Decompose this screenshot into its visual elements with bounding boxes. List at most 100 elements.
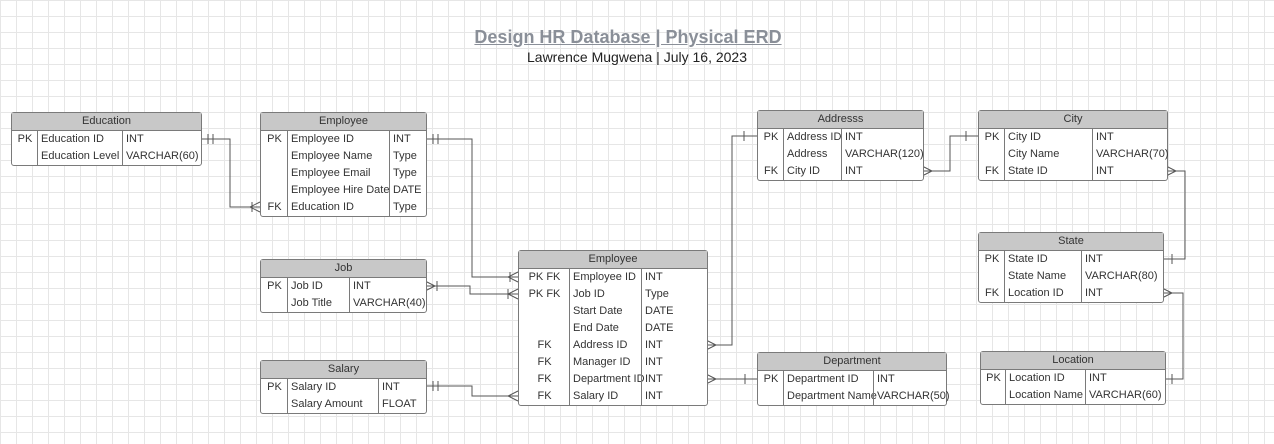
entity-header: Job	[261, 260, 426, 278]
edge-job-history	[425, 285, 518, 295]
table-row: Employee Email Type	[261, 165, 426, 182]
type-cell: INT	[1096, 131, 1114, 143]
key-cell	[261, 165, 288, 182]
table-row: Start Date DATE	[519, 303, 707, 320]
entity-education[interactable]: Education PK Education ID INT Education …	[11, 112, 202, 166]
type-cell: INT	[645, 373, 663, 385]
entity-department[interactable]: Department PK Department ID INT Departme…	[757, 352, 950, 406]
field-cell: Education Level	[41, 150, 120, 162]
entity-header: Employee	[519, 251, 707, 269]
type-cell: INT	[645, 390, 663, 402]
entity-header: Salary	[261, 361, 426, 379]
type-cell: INT	[877, 373, 895, 385]
entity-salary[interactable]: Salary PK Salary ID INT Salary Amount FL…	[260, 360, 427, 414]
table-row: PK Education ID INT	[12, 131, 201, 148]
field-cell: Manager ID	[573, 356, 631, 368]
diagram-title: Design HR Database | Physical ERD	[474, 27, 782, 47]
key-cell: PK	[267, 280, 282, 292]
type-cell: VARCHAR(120)	[845, 148, 924, 160]
relationship-lines	[200, 131, 1186, 402]
key-cell: PK	[267, 381, 282, 393]
key-cell: FK	[537, 373, 552, 385]
field-cell: Education ID	[41, 133, 104, 145]
field-cell: Salary Amount	[291, 398, 363, 410]
key-cell	[519, 320, 570, 337]
field-cell: State ID	[1008, 253, 1048, 265]
type-cell: INT	[393, 133, 411, 145]
table-row: City Name VARCHAR(70)	[979, 146, 1169, 163]
entity-employee-history[interactable]: Employee PK FK Employee ID INT PK FK Job…	[518, 250, 708, 406]
field-cell: Address	[787, 148, 828, 160]
key-cell: FK	[984, 165, 1000, 177]
field-cell: City Name	[1008, 148, 1060, 160]
type-cell: VARCHAR(60)	[126, 150, 199, 162]
type-cell: DATE	[645, 305, 674, 317]
field-cell: Address ID	[573, 339, 628, 351]
entity-header: City	[979, 111, 1167, 129]
field-cell: Department ID	[573, 373, 645, 385]
table-row: State Name VARCHAR(80)	[979, 268, 1163, 285]
field-cell: Department ID	[787, 373, 859, 385]
type-cell: INT	[645, 339, 663, 351]
field-cell: State ID	[1008, 165, 1048, 177]
key-cell: PK FK	[528, 288, 561, 300]
type-cell: INT	[845, 165, 863, 177]
type-cell: DATE	[393, 184, 422, 196]
field-cell: Employee Hire Date	[291, 184, 390, 196]
table-row: FK Salary ID INT	[519, 388, 707, 405]
type-cell: INT	[1089, 372, 1107, 384]
field-cell: Education ID	[291, 201, 354, 213]
key-cell: FK	[537, 339, 552, 351]
type-cell: VARCHAR(60)	[1089, 389, 1162, 401]
key-cell	[758, 146, 784, 163]
entity-city[interactable]: City PK City ID INT City Name VARCHAR(70…	[978, 110, 1169, 181]
table-row: FK Education ID Type	[261, 199, 426, 216]
table-row: Employee Hire Date DATE	[261, 182, 426, 199]
entity-employee[interactable]: Employee PK Employee ID INT Employee Nam…	[260, 112, 427, 217]
edge-address-city	[922, 135, 978, 172]
type-cell: Type	[393, 167, 417, 179]
edge-salary-history	[425, 385, 518, 397]
field-cell: Salary ID	[573, 390, 619, 402]
table-row: PK FK Job ID Type	[519, 286, 707, 303]
type-cell: INT	[382, 381, 400, 393]
field-cell: Address ID	[787, 131, 842, 143]
entity-state[interactable]: State PK State ID INT State Name VARCHAR…	[978, 232, 1164, 303]
table-row: FK State ID INT	[979, 163, 1167, 180]
key-cell	[261, 182, 288, 199]
key-cell: PK	[17, 133, 33, 145]
type-cell: INT	[1085, 253, 1103, 265]
entity-header: Addresss	[758, 111, 923, 129]
table-row: Education Level VARCHAR(60)	[12, 148, 201, 165]
field-cell: City ID	[1008, 131, 1041, 143]
type-cell: INT	[645, 356, 663, 368]
field-cell: Employee ID	[291, 133, 354, 145]
table-row: Job Title VARCHAR(40)	[261, 295, 426, 312]
key-cell	[261, 148, 288, 165]
table-row: PK Address ID INT	[758, 129, 923, 146]
field-cell: End Date	[573, 322, 619, 334]
key-cell: FK	[984, 287, 1000, 299]
type-cell: VARCHAR(50)	[877, 390, 950, 402]
field-cell: Location ID	[1008, 287, 1064, 299]
type-cell: Type	[393, 201, 417, 213]
key-cell: PK	[763, 373, 779, 385]
entity-header: Location	[981, 352, 1165, 370]
key-cell: PK	[986, 372, 1001, 384]
key-cell: FK	[763, 165, 779, 177]
field-cell: Employee Email	[291, 167, 371, 179]
entity-location[interactable]: Location PK Location ID INT Location Nam…	[980, 351, 1166, 405]
key-cell: FK	[537, 390, 552, 402]
key-cell: PK FK	[528, 271, 561, 283]
table-row: PK City ID INT	[979, 129, 1167, 146]
type-cell: INT	[1085, 287, 1103, 299]
table-row: FK Address ID INT	[519, 337, 707, 354]
diagram-subtitle: Lawrence Mugwena | July 16, 2023	[527, 49, 747, 65]
edge-employee-history	[425, 138, 518, 278]
entity-address[interactable]: Addresss PK Address ID INT Address VARCH…	[757, 110, 924, 181]
table-row: FK City ID INT	[758, 163, 923, 180]
entity-job[interactable]: Job PK Job ID INT Job Title VARCHAR(40)	[260, 259, 427, 313]
key-cell: FK	[537, 356, 552, 368]
table-row: Address VARCHAR(120)	[758, 146, 924, 163]
field-cell: Employee ID	[573, 271, 636, 283]
